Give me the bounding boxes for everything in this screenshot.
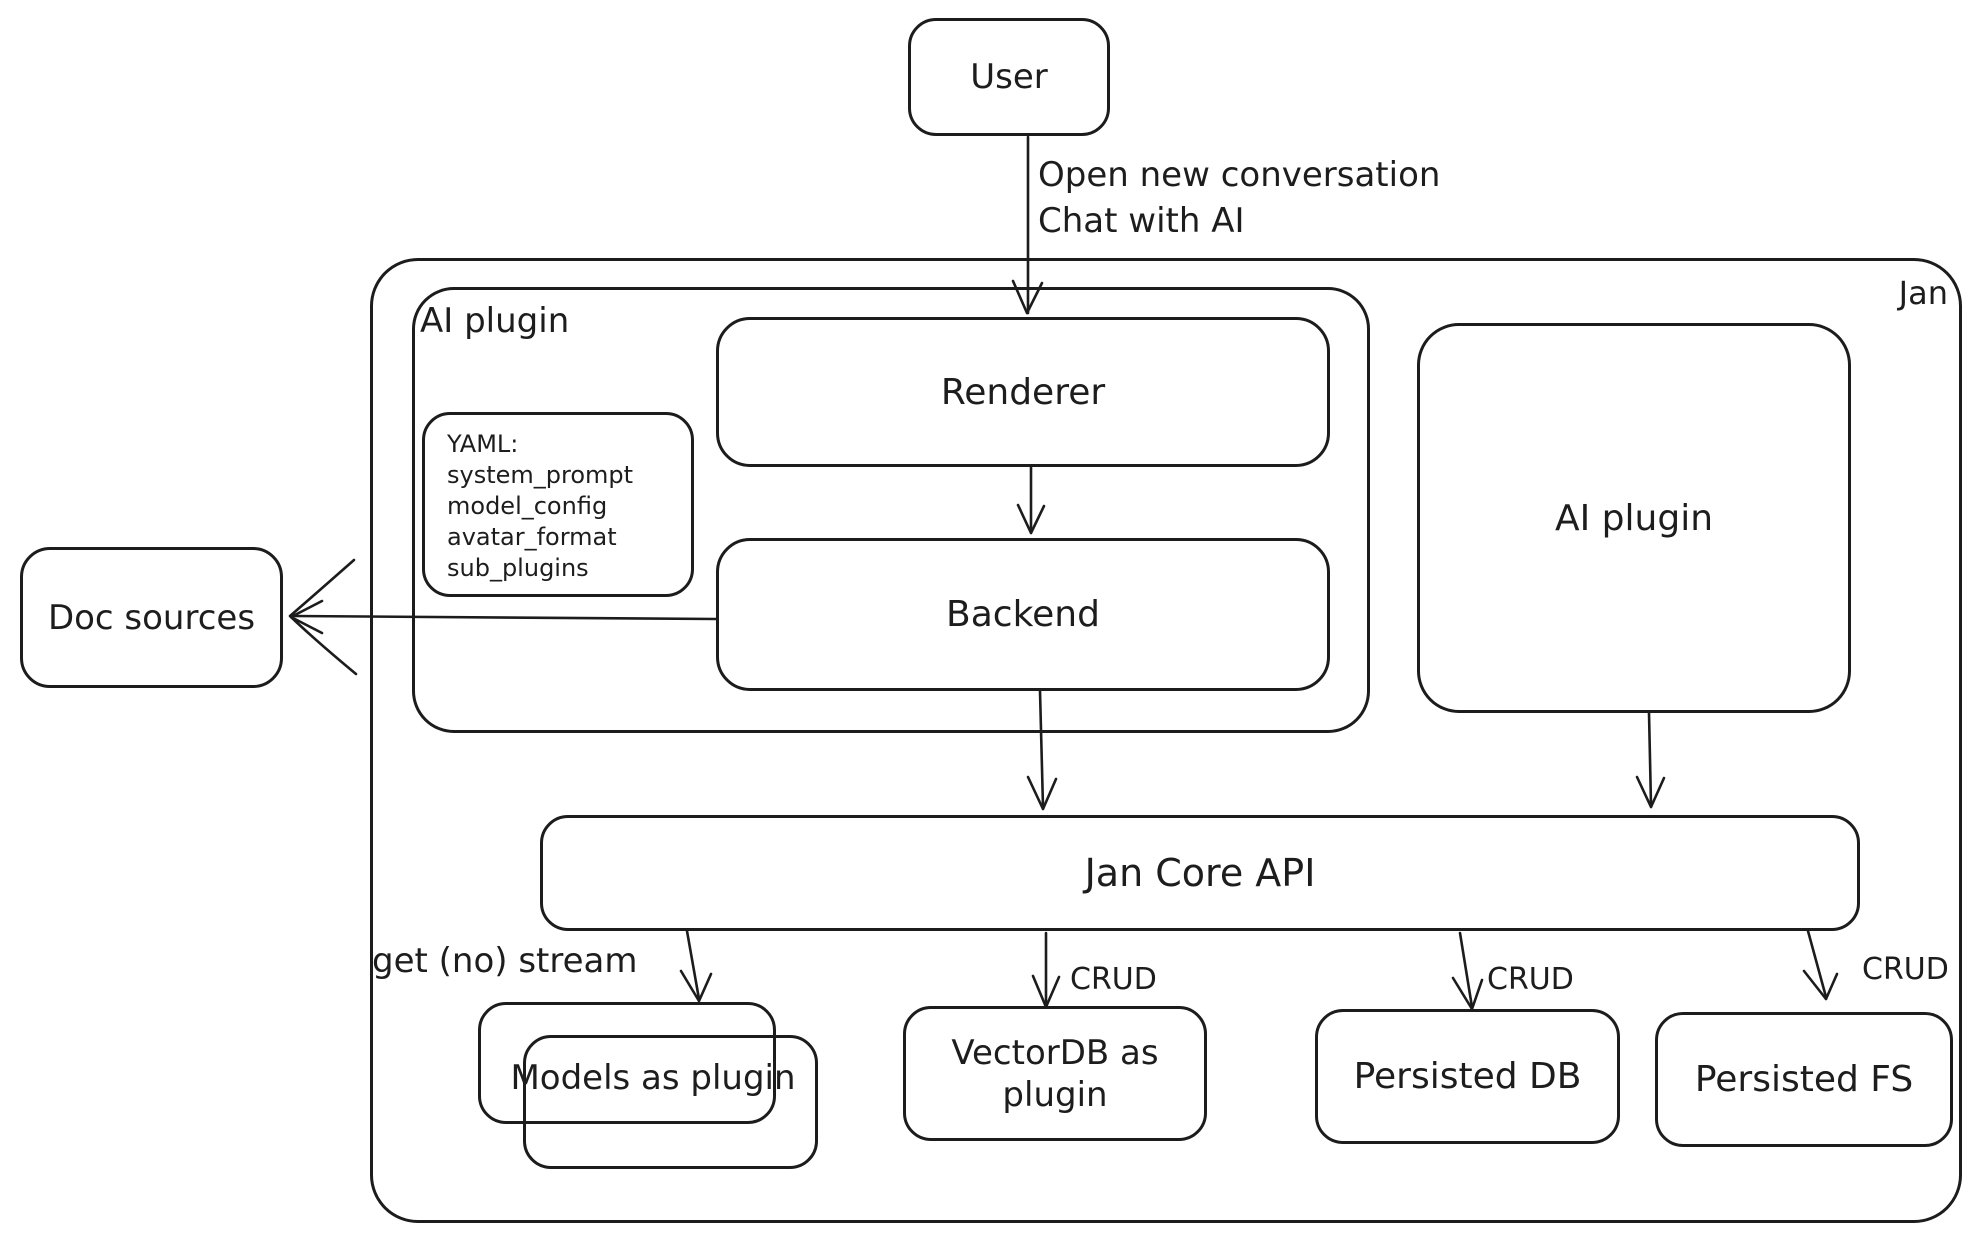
models-edge-label: get (no) stream	[372, 941, 638, 981]
models-plugin-label: Models as plugin	[510, 1058, 796, 1098]
yaml-note-line: sub_plugins	[447, 554, 589, 582]
yaml-note-line: system_prompt	[447, 461, 634, 489]
vectordb-plugin-node: VectorDB as plugin	[903, 1006, 1207, 1141]
vectordb-edge-label: CRUD	[1070, 962, 1157, 997]
persisted-db-node: Persisted DB	[1315, 1009, 1620, 1144]
doc-sources-node: Doc sources	[20, 547, 283, 688]
backend-node: Backend	[716, 538, 1330, 691]
jan-system-label: Jan	[1898, 274, 1948, 312]
jan-core-api-node: Jan Core API	[540, 815, 1860, 931]
models-plugin-front-box	[523, 1035, 818, 1169]
yaml-note-line: YAML:	[447, 430, 519, 458]
user-flow-edge-label: Open new conversation Chat with AI	[1038, 152, 1440, 244]
persisted-fs-node: Persisted FS	[1655, 1012, 1953, 1147]
jan-system-box	[370, 258, 1962, 1223]
yaml-note: YAML: system_prompt model_config avatar_…	[422, 412, 694, 597]
persisted-fs-edge-label: CRUD	[1862, 952, 1949, 987]
ai-plugin-node: AI plugin	[1417, 323, 1851, 713]
yaml-note-line: avatar_format	[447, 523, 617, 551]
persisted-db-edge-label: CRUD	[1487, 962, 1574, 997]
user-flow-edge-label-line2: Chat with AI	[1038, 201, 1245, 241]
user-flow-edge-label-line1: Open new conversation	[1038, 155, 1441, 195]
models-plugin-back-box	[478, 1002, 776, 1124]
ai-plugin-container-label: AI plugin	[420, 301, 570, 341]
ai-plugin-container	[412, 287, 1370, 733]
user-node: User	[908, 18, 1110, 136]
yaml-note-line: model_config	[447, 492, 608, 520]
renderer-node: Renderer	[716, 317, 1330, 467]
